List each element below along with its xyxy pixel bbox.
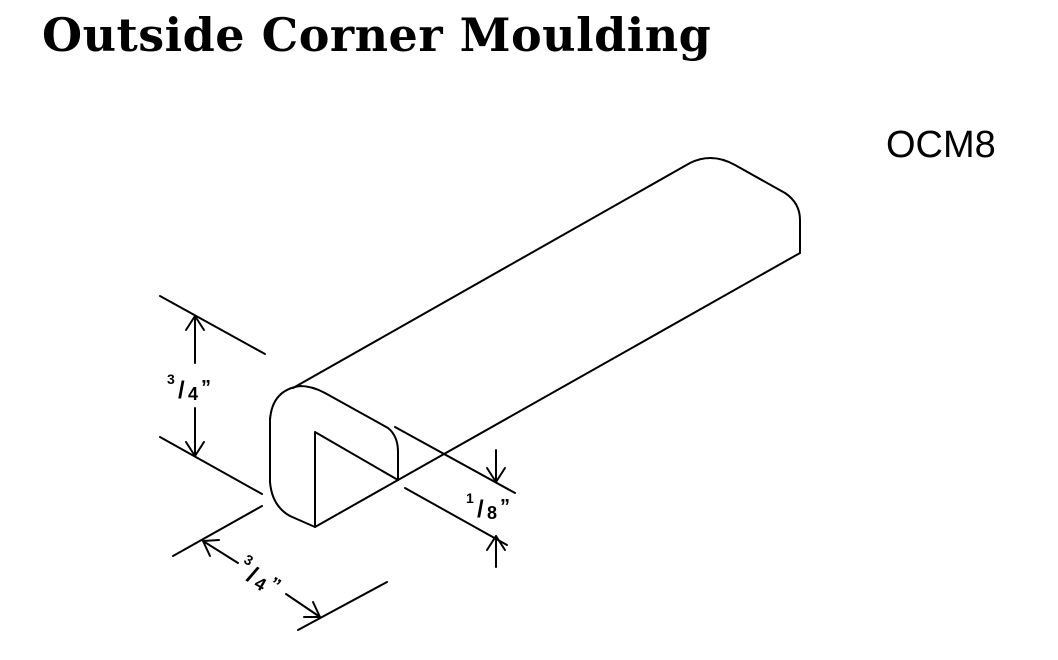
height-den: 4 [188,384,198,404]
arrow-right-icon [303,601,321,618]
top-long-edge [292,157,801,389]
height-slash: / [178,377,185,404]
thickness-num: 1 [466,490,474,506]
thickness-dimension: 1 / 8 ” [394,426,516,568]
arrow-left-icon [202,539,220,557]
arrow-up-icon [486,535,506,551]
arrow-up-icon [185,315,205,331]
inner-triangle [314,431,399,528]
thickness-den: 8 [487,503,497,523]
height-num: 3 [167,371,175,387]
product-code: OCM8 [886,124,996,166]
height-unit: ” [201,377,211,399]
bottom-long-edge [397,252,801,481]
moulding-body [269,157,801,528]
profile-bottom [269,417,316,528]
height-dimension: 3 / 4 ” [159,295,266,495]
profile-outline [269,385,399,481]
width-dimension: 3 / 4 ” [172,505,388,631]
arrow-down-icon [185,441,205,457]
arrow-down-icon [486,467,506,483]
page-title: Outside Corner Moulding [42,8,712,62]
thickness-slash: / [477,496,484,523]
thickness-unit: ” [500,496,510,518]
